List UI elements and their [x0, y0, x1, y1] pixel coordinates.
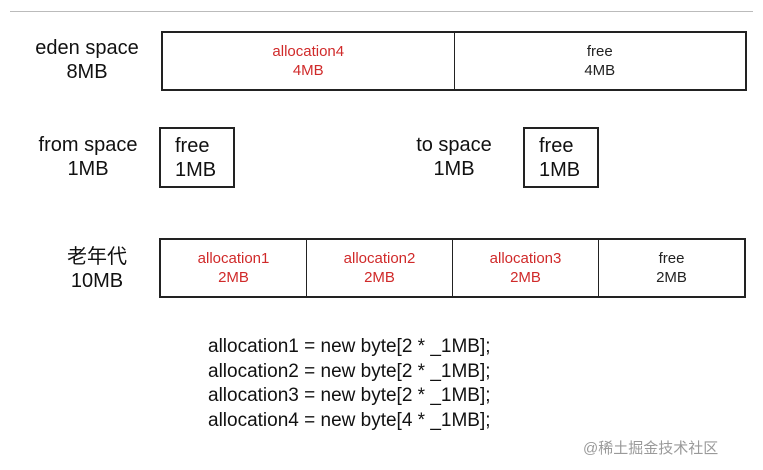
- segment-name: allocation3: [489, 250, 562, 267]
- code-block: allocation1 = new byte[2 * _1MB]; alloca…: [208, 335, 491, 433]
- old-gen-size: 10MB: [70, 270, 124, 292]
- from-space-title: from space: [38, 134, 138, 156]
- segment-size: 2MB: [510, 269, 541, 286]
- to-space-content-name: free: [539, 134, 574, 157]
- segment-size: 4MB: [584, 62, 616, 79]
- segment-name: free: [586, 43, 613, 60]
- eden-segment-allocation4: allocation4 4MB: [163, 33, 455, 89]
- from-space-box: free 1MB: [159, 127, 235, 188]
- old-gen-segment-allocation2: allocation2 2MB: [307, 240, 453, 296]
- segment-size: 2MB: [364, 269, 395, 286]
- to-space-box: free 1MB: [523, 127, 599, 188]
- top-divider: [10, 11, 753, 12]
- eden-title: eden space: [35, 37, 139, 59]
- eden-box: allocation4 4MB free 4MB: [161, 31, 747, 91]
- old-gen-segment-allocation3: allocation3 2MB: [453, 240, 599, 296]
- segment-name: allocation4: [272, 43, 345, 60]
- segment-name: free: [658, 250, 685, 267]
- to-space-content-size: 1MB: [539, 158, 581, 181]
- eden-segment-free: free 4MB: [455, 33, 746, 89]
- to-space-title: to space: [416, 134, 492, 156]
- eden-size: 8MB: [66, 61, 108, 83]
- old-gen-box: allocation1 2MB allocation2 2MB allocati…: [159, 238, 746, 298]
- code-line: allocation2 = new byte[2 * _1MB];: [208, 360, 491, 382]
- old-gen-segment-allocation1: allocation1 2MB: [161, 240, 307, 296]
- code-line: allocation4 = new byte[4 * _1MB];: [208, 409, 491, 431]
- watermark: @稀土掘金技术社区: [583, 440, 719, 457]
- old-gen-label: 老年代 10MB: [52, 245, 142, 293]
- to-space-size: 1MB: [433, 158, 475, 180]
- from-space-content-size: 1MB: [175, 158, 217, 181]
- old-gen-title: 老年代: [67, 246, 127, 268]
- to-space-label: to space 1MB: [400, 133, 508, 181]
- segment-size: 4MB: [292, 62, 324, 79]
- from-space-label: from space 1MB: [28, 133, 148, 181]
- from-space-size: 1MB: [67, 158, 109, 180]
- eden-label: eden space 8MB: [26, 36, 148, 84]
- code-line: allocation1 = new byte[2 * _1MB];: [208, 336, 491, 357]
- from-space-content-name: free: [175, 134, 210, 157]
- segment-name: allocation2: [343, 250, 416, 267]
- segment-name: allocation1: [197, 250, 270, 267]
- old-gen-segment-free: free 2MB: [599, 240, 744, 296]
- segment-size: 2MB: [218, 269, 249, 286]
- segment-size: 2MB: [656, 269, 687, 286]
- code-line: allocation3 = new byte[2 * _1MB];: [208, 385, 491, 406]
